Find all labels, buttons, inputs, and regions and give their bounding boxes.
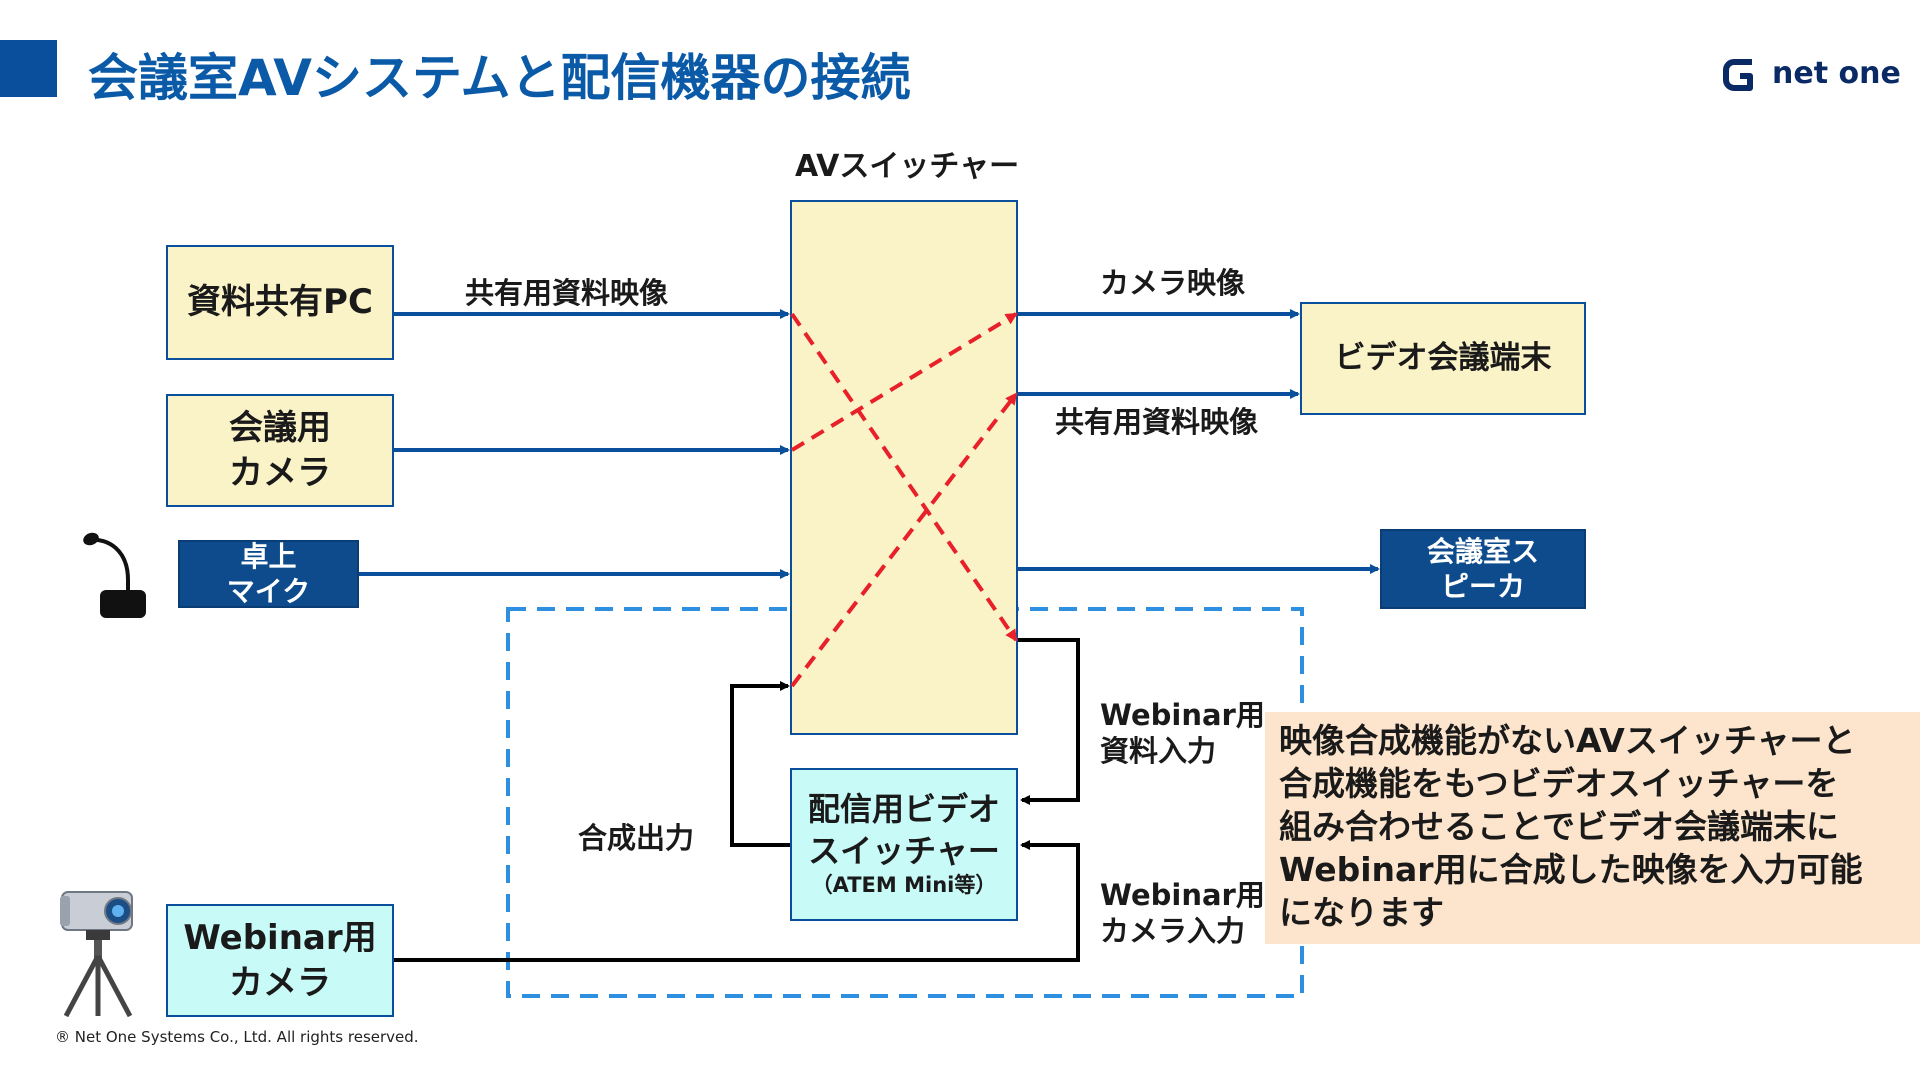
net-one-logo: net one (1722, 54, 1901, 96)
note-line-5: になります (1279, 892, 1444, 932)
logo-mark-icon (1723, 59, 1753, 91)
note-line-2: 合成機能をもつビデオスイッチャーを (1279, 763, 1839, 803)
note-line-1: 映像合成機能がないAVスイッチャーと (1279, 721, 1856, 760)
shared-video-out-label: 共有用資料映像 (1055, 405, 1259, 439)
conference-camera-label-1: 会議用 (229, 408, 331, 449)
webinar-material-input-label-1: Webinar用 (1100, 698, 1265, 732)
video-conference-terminal-box: ビデオ会議端末 (1300, 302, 1586, 415)
camera-tripod-icon (60, 891, 133, 1018)
logo-text: net one (1772, 56, 1901, 91)
webinar-material-input-line (1018, 638, 1080, 805)
streaming-video-switcher-box: 配信用ビデオ スイッチャー （ATEM Mini等） (790, 768, 1018, 921)
composite-output-line (730, 681, 793, 847)
explanation-note: 映像合成機能がないAVスイッチャーと 合成機能をもつビデオスイッチャーを 組み合… (1265, 712, 1920, 944)
video-conference-terminal-label: ビデオ会議端末 (1334, 340, 1552, 377)
page-title: 会議室AVシステムと配信機器の接続 (88, 49, 911, 107)
av-switcher-title: AVスイッチャー (795, 149, 1020, 184)
room-speaker-label-1: 会議室ス (1426, 535, 1539, 568)
webinar-camera-input-label-2: カメラ入力 (1100, 914, 1246, 949)
desk-mic-label-2: マイク (226, 575, 311, 608)
webinar-camera-label-2: カメラ (228, 962, 331, 1003)
composite-output-label: 合成出力 (578, 821, 695, 855)
material-share-pc-label: 資料共有PC (187, 282, 373, 323)
conference-camera-box: 会議用 カメラ (166, 394, 394, 507)
material-share-pc-box: 資料共有PC (166, 245, 394, 360)
webinar-camera-input-label: Webinar用 カメラ入力 (1100, 877, 1265, 950)
conference-camera-label-2: カメラ (229, 452, 331, 493)
room-speaker-label-2: ピーカ (1440, 570, 1525, 603)
desk-mic-box: 卓上 マイク (178, 540, 359, 608)
route-composite-to-terminal (790, 392, 1018, 688)
streaming-switcher-label-1: 配信用ビデオ (807, 790, 1000, 829)
av-switcher-box (790, 200, 1018, 735)
title-accent-bar (0, 40, 57, 97)
webinar-material-input-label: Webinar用 資料入力 (1100, 697, 1265, 770)
webinar-camera-input-line (394, 840, 1080, 962)
shared-video-in-label: 共有用資料映像 (465, 276, 669, 310)
webinar-camera-input-label-1: Webinar用 (1100, 878, 1265, 912)
streaming-switcher-label-3: （ATEM Mini等） (811, 873, 997, 898)
camera-video-out-label: カメラ映像 (1100, 266, 1246, 300)
webinar-camera-box: Webinar用 カメラ (166, 904, 394, 1017)
route-camera-to-terminal (790, 312, 1018, 452)
microphone-icon (83, 532, 146, 618)
room-speaker-box: 会議室ス ピーカ (1380, 529, 1586, 609)
copyright-notice: ® Net One Systems Co., Ltd. All rights r… (55, 1028, 419, 1046)
note-line-3: 組み合わせることでビデオ会議端末に (1279, 806, 1840, 846)
route-pc-to-webinar (790, 312, 1018, 642)
streaming-switcher-label-2: スイッチャー (808, 831, 1000, 870)
webinar-camera-label-1: Webinar用 (183, 918, 377, 959)
desk-mic-label-1: 卓上 (240, 540, 297, 573)
webinar-material-input-label-2: 資料入力 (1100, 734, 1217, 769)
note-line-4: Webinar用に合成した映像を入力可能 (1279, 849, 1863, 889)
